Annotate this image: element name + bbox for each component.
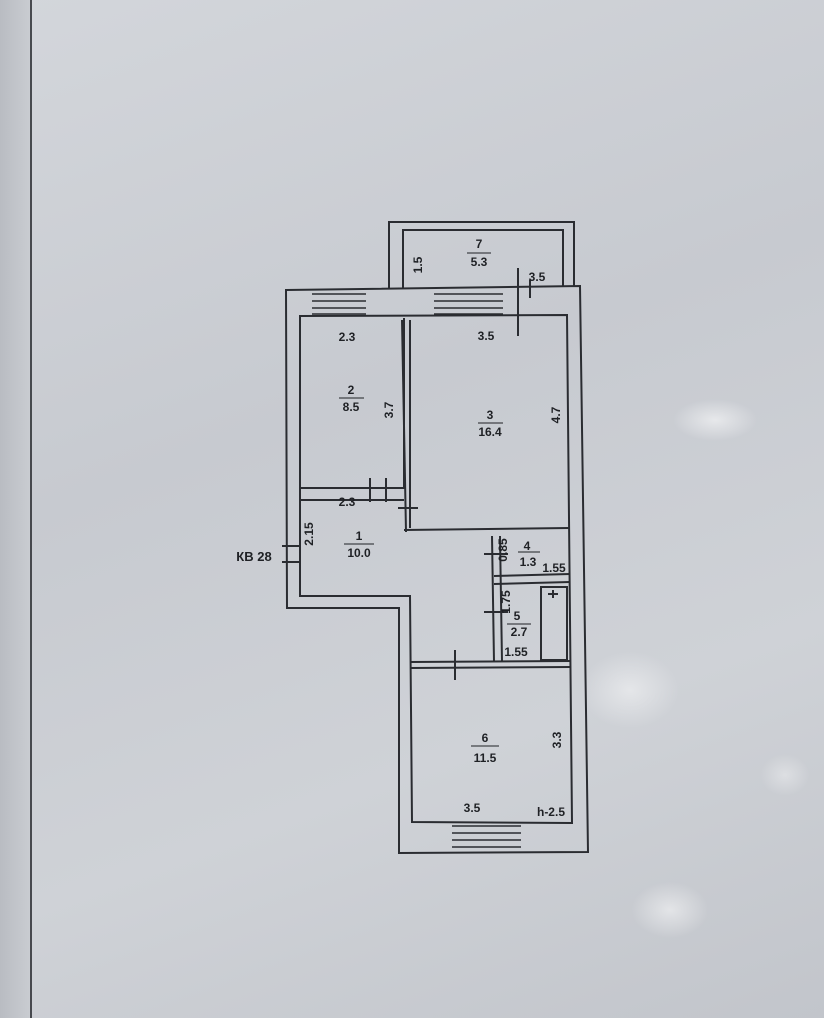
margin-line [30,0,32,1018]
bathtub [540,586,568,661]
room-3-area: 16.4 [478,425,502,439]
room-6-width-dim: 3.5 [464,801,481,815]
room-6-length-dim: 3.3 [550,731,564,748]
window-room6 [452,825,521,848]
bath-divider [493,573,571,577]
room-6-area: 11.5 [474,751,497,765]
bathtub-tap [548,590,558,598]
room-5-area: 2.7 [511,625,528,639]
room-5-width-dim: 1.55 [504,645,528,659]
balcony-outline [388,221,575,288]
room-2-length-dim: 3.7 [382,401,396,418]
room-2-area: 8.5 [343,400,360,414]
room-1-number: 1 [356,529,363,543]
hall-width-dim: 2.3 [339,495,356,509]
room-4-width-dim: 1.55 [542,561,566,575]
room-3-bottom-wall [403,527,570,531]
apartment-label: КВ 28 [236,549,271,564]
bath-divider-2 [493,581,571,585]
room-7-number: 7 [476,237,483,251]
room-5-number: 5 [514,609,521,623]
room-3-width-dim: 3.5 [478,329,495,343]
room-1-area: 10.0 [347,546,371,560]
ceiling-height-note: h-2.5 [537,805,565,819]
balcony-inner-line [402,229,564,288]
room-6-top-wall-2 [409,666,572,669]
room-7-area: 5.3 [471,255,488,269]
room-3-length-dim: 4.7 [549,406,563,423]
window-room3 [434,293,503,315]
paper-edge [0,0,30,1018]
room-2-width-dim: 2.3 [339,330,356,344]
entrance-door [282,545,300,563]
balcony-width-dim: 3.5 [529,270,546,284]
room-4-number: 4 [524,539,531,553]
window-room2 [312,293,366,315]
outer-wall [284,284,590,855]
room-2-partition [401,319,407,533]
room-5-length-dim: 1.75 [499,590,513,614]
room-4-length-dim: 0.85 [496,538,510,562]
inner-wall [299,313,574,825]
door-tick-room2 [369,478,387,502]
room-3-number: 3 [487,408,494,422]
bath-block-left-inner [499,535,503,663]
balcony-door-tick [517,268,531,336]
room-6-top-wall [409,660,572,663]
hall-length-dim: 2.15 [302,522,316,546]
bath-block-left [491,535,495,663]
balcony-depth-dim: 1.5 [411,256,425,273]
room-2-number: 2 [348,383,355,397]
room-6-number: 6 [482,731,489,745]
room-4-area: 1.3 [520,555,537,569]
